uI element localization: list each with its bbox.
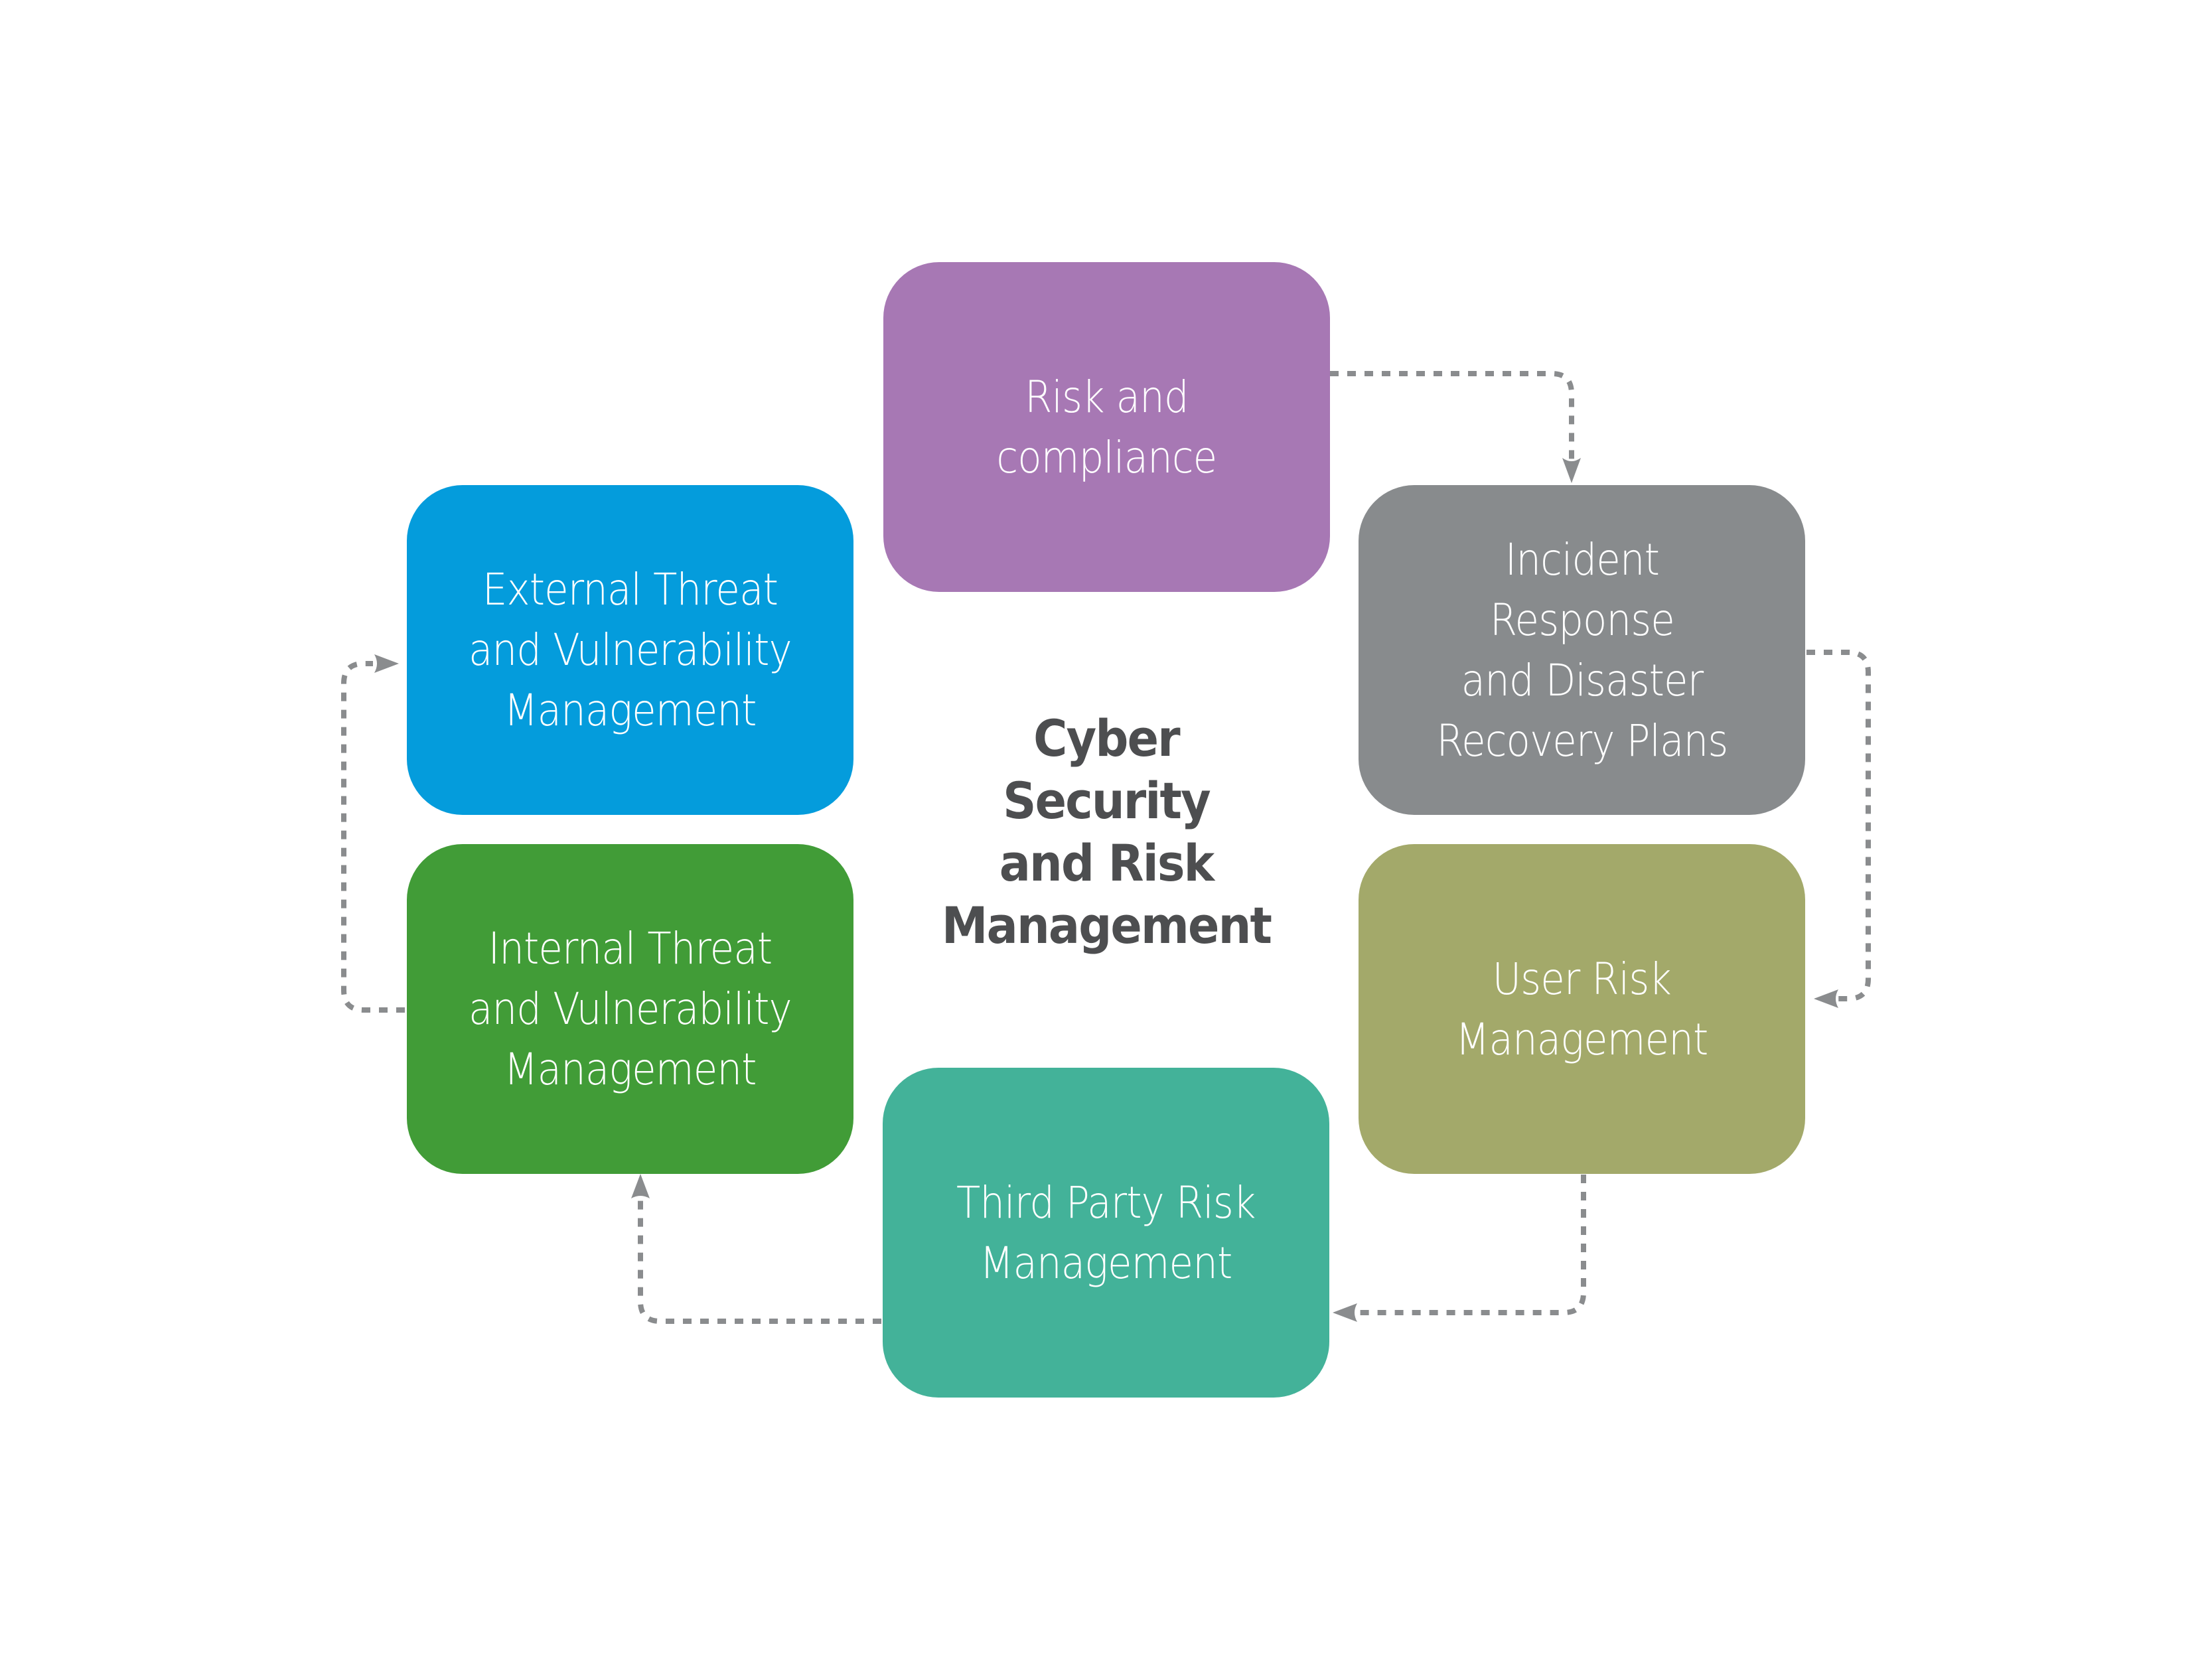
arrowhead-icon (374, 654, 399, 673)
edge-internal-to-external (341, 661, 405, 1013)
node-user-risk-management: User Risk Management (1359, 844, 1805, 1174)
node-label: External Threat and Vulnerability Manage… (469, 564, 792, 736)
node-external-threat-management: External Threat and Vulnerability Manage… (407, 485, 853, 815)
edge-risk-to-incident (1330, 371, 1574, 459)
node-label: Risk and compliance (996, 371, 1218, 483)
node-incident-response: Incident Response and Disaster Recovery … (1359, 485, 1805, 815)
node-label: Incident Response and Disaster Recovery … (1436, 534, 1728, 766)
node-label: User Risk Management (1455, 953, 1708, 1065)
arrowhead-icon (1562, 458, 1581, 483)
arrowhead-icon (631, 1174, 650, 1198)
diagram-title: Cyber Security and Risk Management (941, 709, 1272, 955)
arrowhead-icon (1814, 989, 1838, 1008)
edge-incident-to-user (1806, 650, 1871, 1001)
edge-user-to-thirdparty (1357, 1175, 1586, 1315)
node-third-party-risk-management: Third Party Risk Management (883, 1068, 1329, 1398)
node-risk-and-compliance: Risk and compliance (883, 262, 1330, 592)
node-internal-threat-management: Internal Threat and Vulnerability Manage… (407, 844, 853, 1174)
node-label: Internal Threat and Vulnerability Manage… (469, 923, 792, 1095)
node-label: Third Party Risk Management (956, 1177, 1256, 1289)
edge-thirdparty-to-internal (638, 1200, 881, 1324)
arrowhead-icon (1333, 1303, 1357, 1322)
